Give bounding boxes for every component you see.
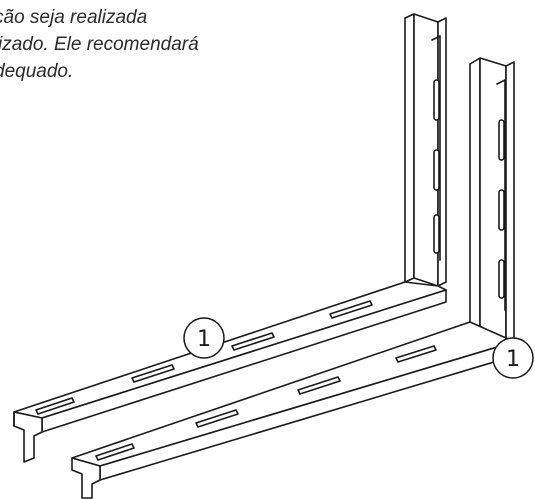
instruction-text: ção seja realizada izado. Ele recomendar… <box>0 4 294 85</box>
instruction-line-2: izado. Ele recomendará <box>0 34 199 55</box>
front-bracket-vertical-inner-edge <box>496 79 506 311</box>
front-bracket <box>71 57 515 499</box>
front-bracket-vertical-flange <box>469 57 481 337</box>
callout-front-bracket: 1 <box>492 337 534 379</box>
front-bracket-vertical-slots <box>498 119 505 299</box>
back-bracket-arm-slots <box>35 300 373 415</box>
back-bracket-arm-end <box>13 411 43 463</box>
back-bracket <box>13 13 447 463</box>
instruction-line-3: dequado. <box>0 61 74 82</box>
back-bracket-vertical-inner-edge <box>431 35 441 261</box>
front-bracket-arm-slots <box>95 345 437 461</box>
callout-back-bracket: 1 <box>183 317 225 359</box>
instruction-line-1: ção seja realizada <box>0 7 148 28</box>
front-bracket-vertical-lip <box>505 61 515 345</box>
callout-back-bracket-label: 1 <box>197 327 211 352</box>
front-bracket-arm-end <box>71 457 101 499</box>
callout-front-bracket-label: 1 <box>506 347 520 372</box>
back-bracket-vertical-slots <box>433 79 440 254</box>
back-bracket-vertical-flange <box>404 13 415 283</box>
back-bracket-arm-top <box>13 281 447 419</box>
